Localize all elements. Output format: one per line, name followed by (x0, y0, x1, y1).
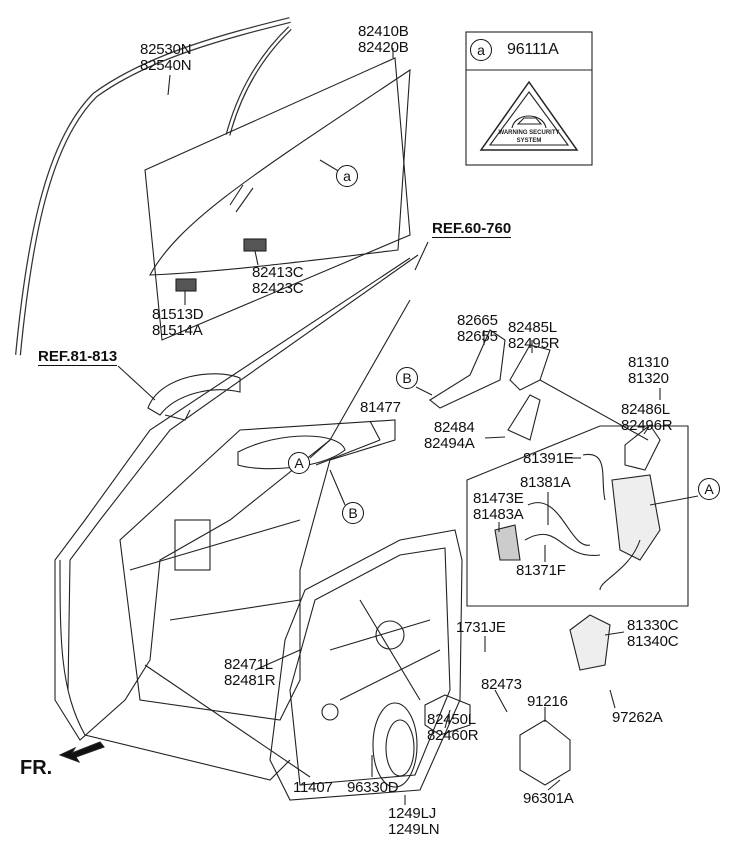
callout-b-lower: B (342, 502, 364, 524)
reference-60-760[interactable]: REF.60-760 (432, 220, 512, 238)
part-label[interactable]: 96330D (347, 779, 399, 796)
callout-a-legend: a (470, 39, 492, 61)
reference-81-813[interactable]: REF.81-813 (38, 348, 118, 366)
part-label[interactable]: 1731JE (456, 619, 506, 636)
front-direction-label: FR. (20, 757, 53, 779)
part-label[interactable]: 11407 (293, 779, 333, 796)
callout-a-lock: A (698, 478, 720, 500)
part-label[interactable]: 97262A (612, 709, 663, 726)
part-label[interactable]: 81381A (520, 474, 571, 491)
part-label[interactable]: 81371F (516, 562, 566, 579)
callout-a-upper: A (288, 452, 310, 474)
callout-b: B (396, 367, 418, 389)
legend-part-number: 96111A (507, 41, 559, 58)
part-label[interactable]: 91216 (527, 693, 568, 710)
part-label[interactable]: 81391E (523, 450, 574, 467)
part-label[interactable]: 82473 (481, 676, 522, 693)
callout-a: a (336, 165, 358, 187)
part-label[interactable]: 81477 (360, 399, 401, 416)
part-label[interactable]: 96301A (523, 790, 574, 807)
warning-sticker-text: WARNING SECURITY SYSTEM (498, 130, 560, 144)
